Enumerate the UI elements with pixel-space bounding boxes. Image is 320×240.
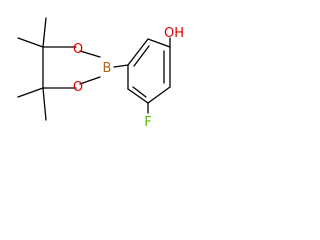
benzene-double-bond <box>133 45 150 67</box>
ring-bond <box>79 50 101 58</box>
hydroxyl-label: OH <box>164 26 184 41</box>
oxygen-bottom-label: O <box>73 80 83 95</box>
benzene-bond <box>127 38 149 66</box>
methyl-bond <box>17 87 44 98</box>
methyl-bond <box>42 87 47 121</box>
fluorine-label: F <box>144 115 151 130</box>
boron-aryl-bond <box>113 64 129 68</box>
benzene-bond <box>127 88 149 104</box>
chemical-structure: O B O OH F <box>17 17 184 130</box>
benzene-double-bond <box>132 86 147 98</box>
methyl-bond <box>17 37 44 48</box>
methyl-bond <box>42 17 47 48</box>
bond-lines <box>17 17 171 121</box>
oxygen-top-label: O <box>73 42 83 57</box>
benzene-bond <box>147 86 171 104</box>
boron-label: B <box>103 61 112 76</box>
ring-bond <box>79 76 101 85</box>
benzene-bond <box>147 38 171 48</box>
